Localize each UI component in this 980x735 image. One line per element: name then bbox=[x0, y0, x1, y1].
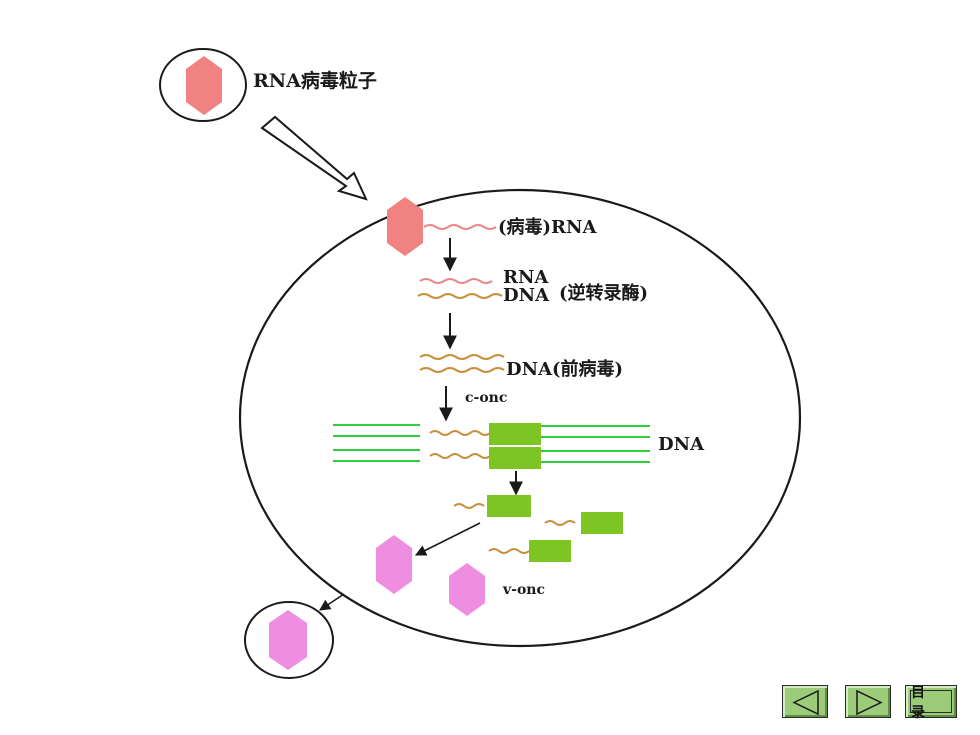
c-onc-box-lower bbox=[489, 447, 541, 469]
provirus-strand-2 bbox=[419, 367, 505, 373]
new-particle-1 bbox=[376, 535, 412, 594]
toc-label: 目 录 bbox=[910, 685, 952, 721]
transcript-strand-1 bbox=[453, 503, 485, 509]
triangle-left-icon bbox=[792, 689, 819, 716]
label-reverse-transcriptase: (逆转录酶) bbox=[559, 283, 649, 304]
transcript-box-3 bbox=[529, 540, 571, 562]
transcript-box-1 bbox=[487, 495, 531, 517]
next-button[interactable] bbox=[845, 685, 891, 718]
triangle-right-icon bbox=[856, 689, 883, 716]
label-rna: RNA bbox=[503, 267, 549, 288]
entering-virus bbox=[387, 197, 423, 256]
inserted-strand-1 bbox=[429, 430, 491, 436]
label-v-onc: v-onc bbox=[503, 582, 545, 598]
c-onc-box-upper bbox=[489, 423, 541, 445]
hybrid-dna-strand bbox=[417, 293, 503, 299]
arrow-assembly bbox=[414, 522, 481, 556]
prev-button[interactable] bbox=[782, 685, 828, 718]
hybrid-rna-strand bbox=[419, 278, 493, 284]
label-dna: DNA bbox=[503, 285, 550, 306]
label-provirus: DNA(前病毒) bbox=[506, 359, 624, 380]
inserted-strand-2 bbox=[429, 453, 491, 459]
label-viral-rna: (病毒)RNA bbox=[498, 217, 597, 238]
label-c-onc: c-onc bbox=[465, 390, 508, 406]
entry-arrow bbox=[260, 115, 368, 201]
transcript-strand-2 bbox=[544, 520, 576, 526]
provirus-strand-1 bbox=[419, 354, 505, 360]
arrow-exit bbox=[319, 593, 345, 611]
host-dna-lines bbox=[333, 424, 650, 463]
cell-circle bbox=[238, 188, 802, 648]
transcript-strand-3 bbox=[488, 548, 530, 554]
released-circle bbox=[244, 601, 334, 679]
label-rna-virus-particle: RNA病毒粒子 bbox=[253, 70, 377, 92]
viral-rna-strand bbox=[423, 224, 497, 230]
toc-button[interactable]: 目 录 bbox=[905, 685, 957, 721]
particle-circle bbox=[159, 48, 247, 122]
released-particle bbox=[269, 610, 307, 670]
label-host-dna: DNA bbox=[658, 434, 705, 455]
new-particle-2 bbox=[449, 563, 485, 616]
transcript-box-2 bbox=[581, 512, 623, 534]
rna-virus-particle bbox=[186, 56, 222, 115]
